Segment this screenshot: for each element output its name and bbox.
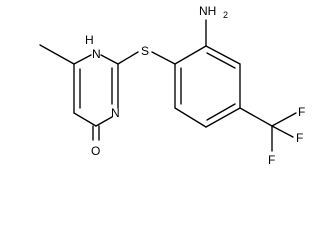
atom-s-label: S [141, 44, 149, 58]
bond-c4b-c5b [205, 107, 241, 128]
bond-methyl [39, 44, 75, 65]
bond-c4-c5 [73, 112, 97, 127]
bond-cf3-f-right [271, 125, 294, 138]
bond-c4b-cf3 [239, 107, 273, 127]
bond-c5b-c6b [174, 107, 207, 128]
atom-nh2-subscript: 2 [223, 10, 228, 20]
bond-c2b-c3b-inner [206, 52, 236, 69]
atom-f-top-label: F [298, 105, 305, 119]
bond-c1-c2b [174, 45, 207, 65]
atom-nh2-label: NH [199, 4, 216, 18]
atom-labels: H N N O S NH 2 F F F [85, 4, 305, 167]
bond-c6-n1 [73, 54, 92, 65]
bond-c2-s [117, 51, 139, 65]
bond-s-c1 [151, 51, 176, 65]
atom-f-right-label: F [296, 131, 303, 145]
bond-cf3-f-top [271, 112, 297, 127]
bond-c4b-c5b-inner [206, 103, 236, 121]
atom-h-label: H [85, 33, 94, 47]
bond-n3-c4 [95, 116, 113, 127]
bond-n1-c2 [100, 54, 119, 65]
molecular-structure-diagram: H N N O S NH 2 F F F [39, 4, 305, 167]
atom-n1-label: N [92, 47, 101, 61]
atom-o-label: O [91, 144, 100, 158]
bonds [39, 19, 297, 152]
atom-n3-label: N [111, 106, 120, 120]
bond-c2b-c3b [205, 45, 241, 65]
atom-f-bottom-label: F [268, 153, 275, 167]
